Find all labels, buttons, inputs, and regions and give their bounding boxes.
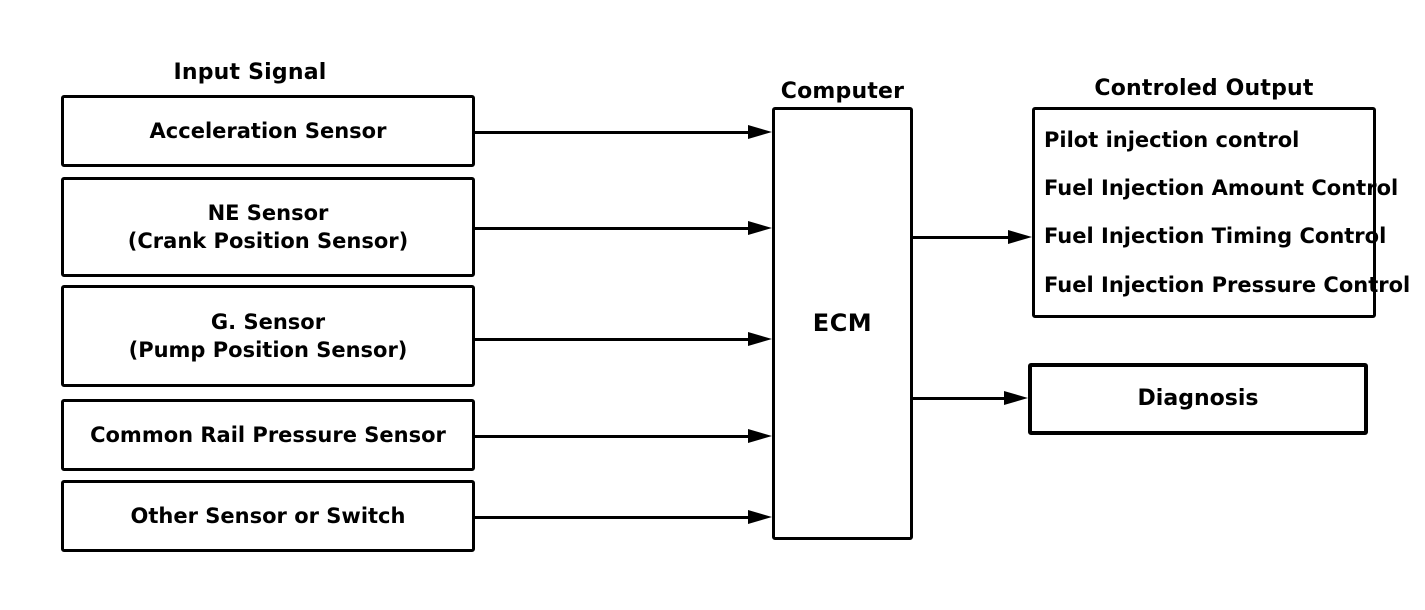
arrow-common-rail-to-ecm — [475, 429, 772, 443]
input-box-ne-sensor: NE Sensor (Crank Position Sensor) — [61, 177, 475, 277]
arrow-shaft — [475, 515, 752, 519]
arrow-ecm-to-diagnosis — [913, 391, 1028, 405]
arrowhead-right-icon — [748, 429, 772, 443]
input-box-label: Other Sensor or Switch — [130, 503, 406, 528]
arrow-shaft — [475, 434, 752, 438]
input-signal-header: Input Signal — [173, 60, 327, 85]
input-box-label: Acceleration Sensor — [149, 118, 387, 143]
input-box-label: G. Sensor — [210, 309, 326, 334]
ecm-box: ECM — [772, 107, 913, 540]
diagnosis-box: Diagnosis — [1028, 363, 1368, 435]
ecm-label: ECM — [812, 309, 873, 338]
input-box-other-sensor-or-switch: Other Sensor or Switch — [61, 480, 475, 552]
computer-header: Computer — [780, 79, 905, 104]
input-box-label: Common Rail Pressure Sensor — [90, 422, 446, 447]
arrowhead-right-icon — [748, 125, 772, 139]
arrow-shaft — [475, 337, 752, 341]
input-box-label: NE Sensor — [207, 200, 329, 225]
arrowhead-right-icon — [748, 221, 772, 235]
controlled-output-header: Controled Output — [1094, 76, 1314, 101]
arrow-shaft — [475, 130, 752, 134]
diagnosis-label: Diagnosis — [1137, 386, 1259, 412]
output-line-pilot-injection: Pilot injection control — [1044, 127, 1300, 152]
output-line-fuel-injection-amount: Fuel Injection Amount Control — [1044, 176, 1399, 201]
output-line-fuel-injection-timing: Fuel Injection Timing Control — [1044, 224, 1387, 249]
input-box-sublabel: (Crank Position Sensor) — [127, 229, 409, 253]
arrowhead-right-icon — [1004, 391, 1028, 405]
input-box-acceleration-sensor: Acceleration Sensor — [61, 95, 475, 167]
arrow-shaft — [913, 235, 1012, 239]
arrowhead-right-icon — [1008, 230, 1032, 244]
arrow-ecm-to-controlled-output — [913, 230, 1032, 244]
arrow-acceleration-to-ecm — [475, 125, 772, 139]
arrow-ne-sensor-to-ecm — [475, 221, 772, 235]
arrow-other-sensor-to-ecm — [475, 510, 772, 524]
output-line-fuel-injection-pressure: Fuel Injection Pressure Control — [1044, 272, 1411, 297]
arrow-shaft — [913, 396, 1008, 400]
arrowhead-right-icon — [748, 332, 772, 346]
arrow-g-sensor-to-ecm — [475, 332, 772, 346]
arrow-shaft — [475, 226, 752, 230]
input-box-sublabel: (Pump Position Sensor) — [128, 338, 408, 362]
input-box-g-sensor: G. Sensor (Pump Position Sensor) — [61, 285, 475, 387]
controlled-output-box: Pilot injection control Fuel Injection A… — [1032, 107, 1411, 318]
input-box-common-rail-pressure-sensor: Common Rail Pressure Sensor — [61, 399, 475, 471]
arrowhead-right-icon — [748, 510, 772, 524]
